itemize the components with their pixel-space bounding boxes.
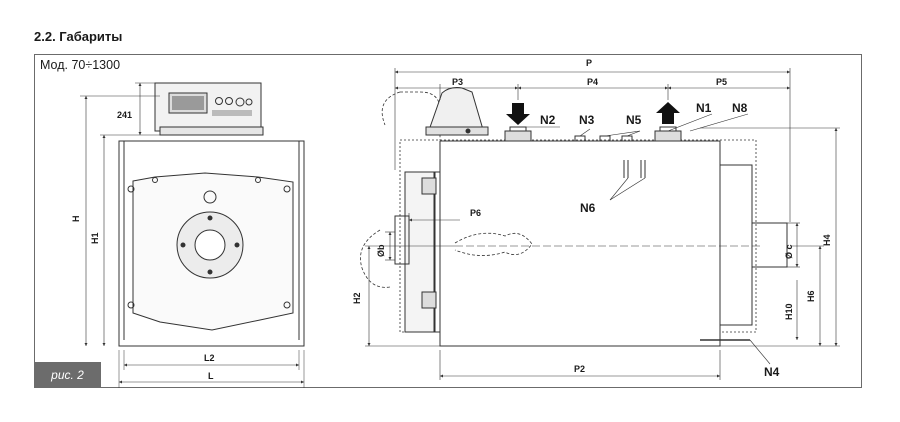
nozzle-N2 — [504, 130, 532, 142]
dim-H4: H4 — [822, 234, 832, 246]
top-control-panel — [427, 87, 485, 134]
dim-P3: P3 — [452, 77, 463, 87]
label-N2: N2 — [540, 113, 556, 127]
label-N6: N6 — [580, 201, 596, 215]
section-title: 2.2. Габариты — [34, 29, 123, 44]
panel-knob — [215, 97, 223, 105]
dim-c: Ø c — [784, 244, 794, 259]
panel-base — [159, 126, 264, 136]
dim-P2: P2 — [574, 364, 585, 374]
dim-H2: H2 — [352, 292, 362, 304]
dim-b: Øb — [376, 244, 386, 257]
drawing-frame — [34, 54, 862, 388]
sight-glass — [203, 190, 217, 204]
side-view — [360, 87, 788, 347]
dim-H10: H10 — [784, 303, 794, 320]
label-N1: N1 — [696, 101, 712, 115]
label-N4: N4 — [764, 365, 780, 379]
dim-L2: L2 — [204, 353, 215, 363]
boiler-side-body — [439, 140, 721, 347]
dim-H: H — [71, 216, 81, 223]
dim-P6: P6 — [470, 208, 481, 218]
dim-panel-height: 241 — [117, 110, 132, 120]
rear-flue-box — [719, 164, 753, 326]
dim-P4: P4 — [587, 77, 598, 87]
inlet-arrow-icon — [506, 103, 530, 125]
model-label: Мод. 70÷1300 — [40, 58, 121, 72]
front-view — [80, 82, 305, 388]
dim-H6: H6 — [806, 290, 816, 302]
nozzle-N1 — [654, 130, 682, 142]
dim-L: L — [208, 371, 214, 381]
flue-outlet — [751, 222, 788, 268]
dim-P5: P5 — [716, 77, 727, 87]
dim-H1: H1 — [90, 232, 100, 244]
label-N3: N3 — [579, 113, 595, 127]
label-N5: N5 — [626, 113, 642, 127]
dim-P: P — [586, 58, 592, 68]
figure-label: рис. 2 — [34, 362, 101, 388]
outlet-arrow-icon — [656, 102, 680, 124]
flame — [454, 232, 533, 256]
label-N8: N8 — [732, 101, 748, 115]
